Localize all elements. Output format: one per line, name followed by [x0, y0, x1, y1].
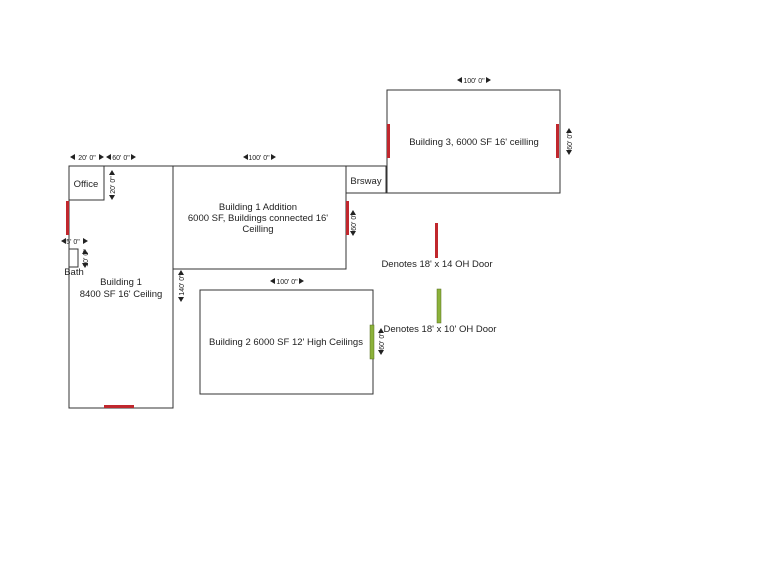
dimension-b1-height: 140' 0": [178, 270, 186, 302]
dimension-label: 5' 0": [66, 239, 80, 246]
dimension-label: 60' 0": [351, 213, 358, 231]
dimension-bath-height: 10' 0": [82, 249, 90, 268]
dimension-label: 20' 0": [78, 155, 96, 162]
oh-door-18x10: [369, 324, 375, 360]
building-1-label-line2: 8400 SF 16' Ceiling: [80, 289, 163, 300]
legend-green-door-label: Denotes 18' x 10' OH Door: [384, 324, 497, 335]
dimension-bath-width: 5' 0": [61, 238, 88, 246]
dimension-label: 60' 0": [379, 332, 386, 350]
breezeway-label: Brsway: [350, 176, 381, 187]
oh-door-18x14: [346, 201, 349, 235]
oh-door-18x14: [104, 405, 134, 408]
legend-green-door-swatch: [436, 288, 442, 324]
legend-red-door-label: Denotes 18' x 14 OH Door: [381, 259, 492, 270]
dimension-b3-width: 100' 0": [457, 77, 491, 85]
oh-door-18x14: [556, 124, 559, 158]
dimension-b2-width: 100' 0": [270, 278, 304, 286]
breezeway: [345, 165, 387, 194]
addition-label-line1: Building 1 Addition: [219, 202, 297, 213]
office-room: [68, 165, 105, 201]
dimension-b2-height: 60' 0": [378, 328, 386, 355]
dimension-addition-width: 100' 0": [243, 154, 276, 162]
dimension-label: 100' 0": [276, 279, 298, 286]
office-label: Office: [74, 179, 99, 190]
legend-red-door-swatch: [435, 223, 438, 258]
addition-label-line3: Ceilling: [242, 224, 273, 235]
dimension-addition-height: 60' 0": [350, 210, 358, 236]
addition-label-line2: 6000 SF, Buildings connected 16': [188, 213, 328, 224]
bath-room: [68, 248, 79, 268]
dimension-office-height: 20' 0": [109, 170, 117, 200]
building-1: [68, 165, 174, 409]
oh-door-18x14: [66, 201, 69, 235]
building-1-addition: [172, 165, 347, 270]
oh-door-18x14: [387, 124, 390, 158]
building-1-label-line1: Building 1: [100, 277, 142, 288]
dimension-label: 10' 0": [83, 249, 90, 267]
building-2: [199, 289, 374, 395]
building-2-label: Building 2 6000 SF 12' High Ceilings: [209, 337, 363, 348]
building-3-label: Building 3, 6000 SF 16' ceilling: [409, 137, 539, 148]
dimension-b3-height: 60' 0": [566, 128, 574, 155]
dimension-label: 100' 0": [463, 78, 485, 85]
dimension-office-width: 60' 0": [106, 154, 136, 162]
dimension-label: 20' 0": [110, 176, 117, 194]
dimension-label: 60' 0": [112, 155, 130, 162]
bath-label: Bath: [64, 267, 84, 278]
dimension-label: 140' 0": [179, 274, 186, 296]
dimension-label: 60' 0": [567, 132, 574, 150]
dimension-b1-width: 20' 0": [70, 154, 104, 162]
building-3: [386, 89, 561, 194]
dimension-label: 100' 0": [248, 155, 270, 162]
